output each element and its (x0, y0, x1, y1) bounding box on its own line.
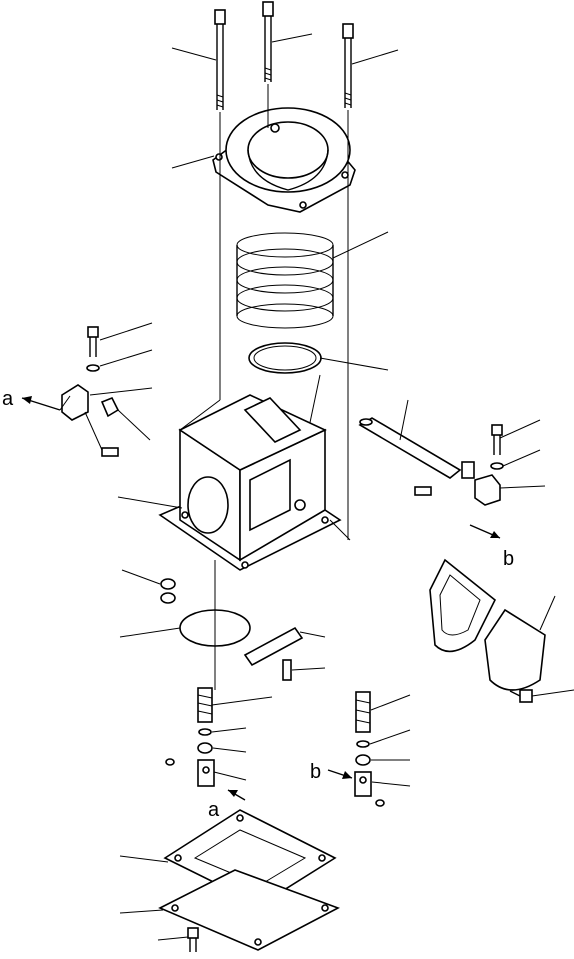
left-bracket-assembly (61, 326, 151, 457)
callout-a-left: a (2, 388, 14, 410)
bottom-bolt (187, 927, 199, 952)
long-bolt-left (214, 9, 226, 110)
callout-a-bottom: a (208, 799, 220, 821)
bottom-plate-lower (158, 869, 340, 951)
nut-pair (160, 578, 176, 604)
guide-line (179, 399, 221, 431)
callout-b-right: b (503, 548, 514, 570)
callout-b-bottom: b (310, 761, 321, 783)
bellows (236, 232, 334, 329)
spring-right (354, 691, 385, 807)
cover-bolt (509, 689, 533, 703)
side-cover-gasket (429, 558, 497, 653)
main-housing (158, 394, 342, 571)
long-bolt-center (262, 1, 274, 82)
long-bolt-right (342, 23, 354, 108)
arrow-a-bottom (227, 789, 246, 801)
valve-disc (179, 560, 251, 690)
arrow-b-bottom (327, 769, 353, 779)
top-flange (212, 107, 356, 213)
arrow-a-left (21, 395, 71, 411)
right-shaft-assembly (329, 417, 504, 541)
leader-lines (89, 33, 574, 941)
arrow-b-right (469, 524, 501, 539)
spring-left (165, 687, 215, 787)
link-bar (243, 626, 304, 681)
side-cover-plate (484, 608, 546, 691)
gasket-ring (248, 342, 322, 374)
